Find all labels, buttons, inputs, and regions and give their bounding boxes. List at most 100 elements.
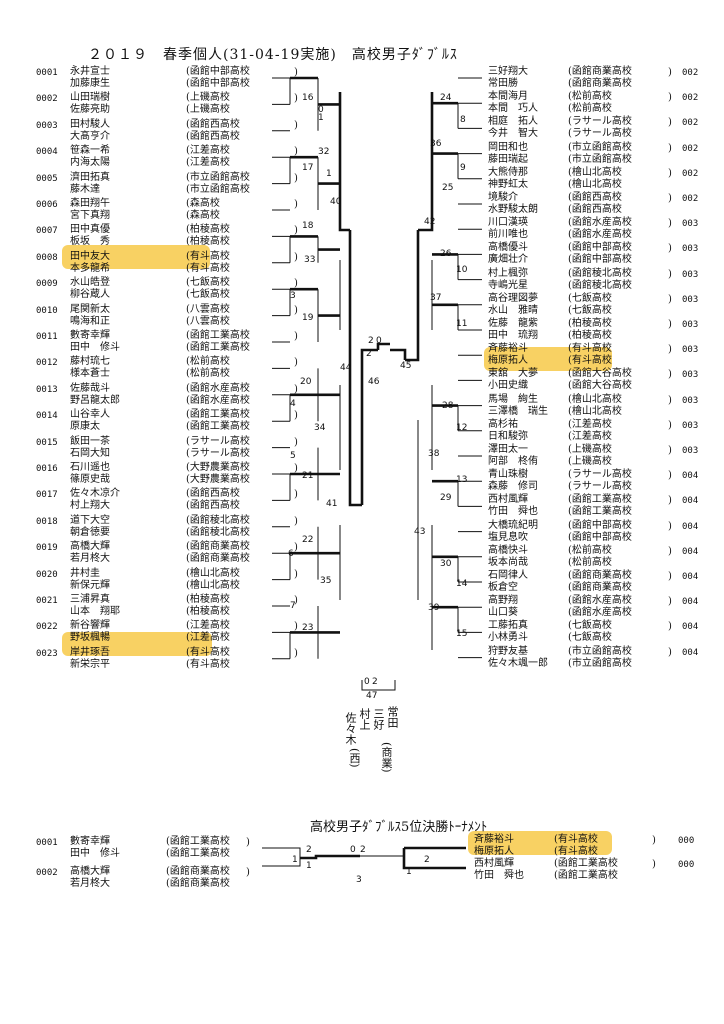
close-paren: ) [668, 67, 672, 78]
school-name: (函館稜北高校 [568, 279, 632, 291]
school-name: (江差高校 [568, 418, 612, 430]
player-name: 竹田 舜也 [474, 870, 524, 881]
school-name: (森高校 [186, 210, 220, 221]
match-score: 30 [440, 559, 452, 569]
entry-row: 高橋快斗坂本尚哉(松前高校(松前高校)004 [488, 545, 714, 571]
player-name: 永井宣士 [70, 66, 110, 77]
school-name: (松前高校 [186, 356, 230, 368]
entry-number: 0007 [36, 226, 58, 237]
match-score: 1 [326, 169, 332, 179]
seed-number: 003 [682, 345, 699, 356]
match-score: 1 [292, 855, 298, 865]
school-name: (松前高校 [568, 91, 612, 103]
match-score: 12 [456, 423, 467, 433]
school-names: (松前高校(松前高校 [186, 356, 230, 380]
player-names: 西村風輝竹田 舜也 [474, 858, 524, 882]
player-name: 藤田瑞起 [488, 153, 528, 165]
entry-number: 0019 [36, 543, 58, 554]
match-score: 4 [290, 399, 296, 409]
school-name: (有斗高校 [568, 355, 612, 367]
player-names: 狩野友基佐々木颯一郎 [488, 646, 548, 670]
match-score: 2 [366, 349, 372, 359]
match-score: 7 [290, 601, 296, 611]
player-name: 宮下真翔 [70, 210, 110, 221]
player-names: 西村風輝竹田 舜也 [488, 494, 538, 518]
player-name: 境駿介 [488, 192, 518, 203]
player-name: 日和駿弥 [488, 430, 528, 442]
match-score: 40 [330, 197, 342, 207]
match-score: 41 [326, 499, 337, 509]
player-name: 小田史織 [488, 380, 528, 392]
player-name: 西村風輝 [488, 494, 528, 506]
player-name: 三澤橋 瑞生 [488, 405, 548, 417]
school-name: (松前高校 [568, 544, 612, 556]
school-name: (函館西高校 [568, 204, 622, 215]
school-name: (有斗高校 [568, 343, 612, 355]
entry-row: 本間海月本間 巧人(松前高校(松前高校)002 [488, 91, 714, 117]
player-names: 三浦昇真山本 翔耶 [70, 594, 120, 618]
player-name: 阿部 柊侑 [488, 456, 538, 467]
winner-line [348, 230, 362, 507]
entry-number: 0006 [36, 200, 58, 210]
school-name: (函館商業高校 [568, 582, 632, 593]
seed-number: 003 [682, 269, 699, 280]
school-names: (上磯高校(上磯高校 [568, 444, 612, 468]
entry-row: 西村風輝竹田 舜也(函館工業高校(函館工業高校)004 [488, 494, 714, 520]
player-names: 高谷理図夢水山 雅晴 [488, 293, 538, 317]
highlight-right-12 [484, 347, 612, 371]
match-score: 6 [288, 549, 294, 559]
close-paren: ) [668, 142, 672, 154]
player-name: 田村駿人 [70, 118, 110, 130]
player-name: 内海太陽 [70, 157, 110, 169]
match-score: 28 [442, 401, 454, 411]
close-paren: ) [294, 172, 298, 184]
school-name: (函館工業高校 [186, 342, 250, 353]
match-score: 45 [400, 361, 411, 371]
match-score: 21 [302, 471, 313, 481]
school-names: (市立函館高校(市立函館高校 [186, 172, 250, 196]
fifth-entry-row: 西村風輝竹田 舜也(函館工業高校(函館工業高校)000 [474, 858, 714, 884]
school-name: (七飯高校 [186, 277, 230, 289]
entry-number: 0012 [36, 358, 58, 369]
close-paren: ) [294, 489, 298, 501]
highlight-0008 [62, 245, 210, 269]
player-name: 水山 雅晴 [488, 304, 538, 316]
match-score: 34 [314, 423, 326, 433]
seed-number: 002 [682, 168, 699, 179]
close-paren: ) [294, 225, 298, 237]
close-paren: ) [668, 92, 672, 104]
player-name: 本間海月 [488, 91, 528, 103]
entry-row: 境駿介水野駿太朗(函館西高校(函館西高校)002 [488, 192, 714, 218]
school-names: (森高校(森高校 [186, 198, 220, 222]
entry-number: 0015 [36, 437, 58, 448]
match-score: 3 [290, 291, 296, 301]
entry-number: 0016 [36, 464, 58, 474]
school-name: (檜山北高校 [568, 405, 622, 417]
match-score: 19 [302, 313, 314, 323]
school-name: (函館西高校 [186, 500, 240, 512]
school-names: (市立函館高校(市立函館高校 [568, 646, 632, 670]
seed-number: 004 [682, 546, 699, 557]
player-names: 境駿介水野駿太朗 [488, 192, 538, 216]
school-name: (檜山北高校 [568, 393, 622, 405]
school-name: (市立函館高校 [568, 153, 632, 165]
match-score: 2 [360, 845, 366, 855]
school-names: (松前高校(松前高校 [568, 91, 612, 115]
player-name: 常田勝 [488, 78, 518, 89]
match-score: 33 [304, 255, 315, 265]
match-score: 0 [350, 845, 356, 855]
entry-row: 三好翔大常田勝(函館商業高校(函館商業高校)002 [488, 66, 714, 92]
entry-number: 0008 [36, 252, 58, 263]
close-paren: ) [668, 520, 672, 532]
player-name: 高橋快斗 [488, 544, 528, 556]
close-paren: ) [668, 344, 672, 356]
player-names: 道下大空朝倉徳要 [70, 515, 110, 539]
player-names: 岸井琢吾新栄宗平 [70, 647, 110, 671]
entry-number: 0011 [36, 332, 58, 342]
player-name: 村上楓弥 [488, 267, 528, 279]
school-name: (江差高校 [186, 632, 230, 644]
